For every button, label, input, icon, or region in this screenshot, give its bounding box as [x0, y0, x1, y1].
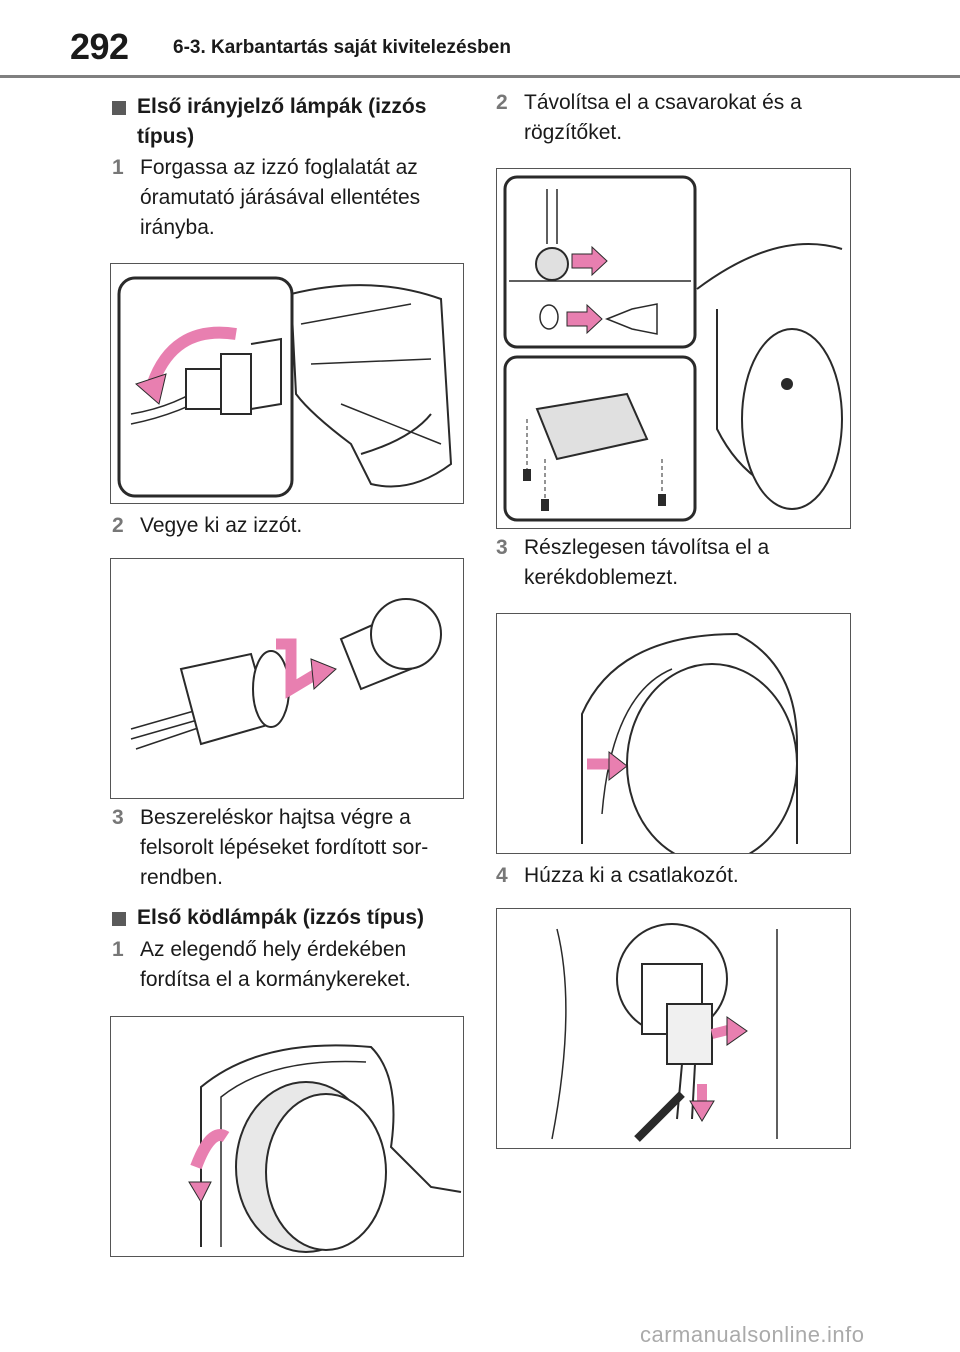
bulb-removal-illustration	[130, 598, 442, 750]
right-step-4-disconnect: 4 Húzza ki a csatlakozót.	[496, 861, 864, 891]
right-step-3-remove-liner: 3 Részlegesen távolítsa el a kerékdoblem…	[496, 533, 864, 593]
page-header: 292 6-3. Karbantartás saját kivitelezésb…	[0, 0, 960, 78]
steering-wheel-turn-illustration	[188, 1044, 462, 1253]
figure-remove-bulb	[110, 558, 464, 799]
fender-liner-illustration	[581, 632, 798, 853]
figure-turn-wheel	[110, 1016, 464, 1257]
step-number: 2	[496, 91, 508, 114]
right-step-2-remove-screws: 2 Távolítsa el a csavarokat és a rögzítő…	[496, 88, 864, 148]
step-1-rotate-socket: 1 Forgassa az izzó foglalatát az óramuta…	[112, 153, 480, 243]
step-number: 1	[112, 938, 124, 961]
figure-rotate-socket	[110, 263, 464, 504]
step-number: 4	[496, 864, 508, 887]
heading-turn-signal: Első irányjelző lámpák (izzós típus)	[112, 92, 477, 152]
headlight-socket-illustration	[117, 276, 453, 498]
step-2-remove-bulb: 2 Vegye ki az izzót.	[112, 511, 480, 541]
step-number: 3	[112, 806, 124, 829]
figure-remove-liner	[496, 613, 851, 854]
step-number: 1	[112, 156, 124, 179]
figure-disconnect-connector	[496, 908, 851, 1149]
figure-remove-screws	[496, 168, 851, 529]
fog-step-1-turn-wheel: 1 Az elegendő hely érdekében fordítsa el…	[112, 935, 480, 995]
step-number: 3	[496, 536, 508, 559]
heading-bullet-icon	[112, 101, 126, 115]
heading-bullet-icon	[112, 912, 126, 926]
heading-fog-lamps: Első ködlámpák (izzós típus)	[112, 903, 487, 933]
screws-clips-illustration	[503, 175, 843, 522]
section-title: 6-3. Karbantartás saját kivitelezésben	[173, 37, 511, 58]
connector-illustration	[551, 923, 778, 1142]
step-3-reinstall: 3 Beszereléskor hajtsa végre a felsorolt…	[112, 803, 480, 893]
page-number: 292	[70, 26, 129, 67]
step-number: 2	[112, 514, 124, 537]
watermark: carmanualsonline.info	[640, 1322, 865, 1347]
header-rule	[0, 75, 960, 78]
